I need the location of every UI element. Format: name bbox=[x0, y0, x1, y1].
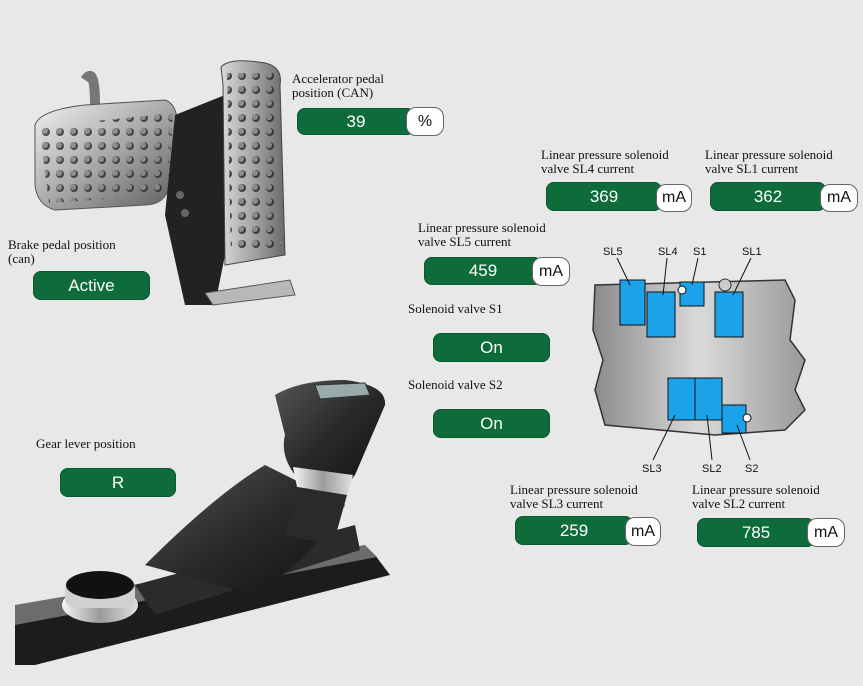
sl2-unit: mA bbox=[807, 518, 845, 547]
pedals-illustration bbox=[34, 60, 296, 306]
valve-s2-shape bbox=[721, 404, 747, 434]
brake-value: Active bbox=[33, 271, 150, 300]
valve-sl4-shape bbox=[646, 291, 676, 338]
s1-value: On bbox=[433, 333, 550, 362]
valve-sl3-shape bbox=[667, 377, 696, 421]
s1-label: Solenoid valve S1 bbox=[408, 301, 503, 316]
diagram-label-sl1: SL1 bbox=[742, 246, 762, 258]
gear-value: R bbox=[60, 468, 176, 497]
accelerator-unit: % bbox=[406, 107, 444, 136]
brake-label: Brake pedal position (can) bbox=[8, 237, 116, 266]
gear-lever-illustration bbox=[15, 380, 390, 665]
s2-label: Solenoid valve S2 bbox=[408, 377, 503, 392]
valve-sl1-shape bbox=[714, 291, 744, 338]
sl1-label: Linear pressure solenoid valve SL1 curre… bbox=[705, 147, 833, 176]
diagram-label-sl5: SL5 bbox=[603, 246, 623, 258]
gear-label: Gear lever position bbox=[36, 436, 136, 451]
sl3-unit: mA bbox=[625, 517, 661, 546]
accelerator-value: 39 bbox=[297, 108, 415, 135]
sl5-unit: mA bbox=[532, 257, 570, 286]
sl5-value: 459 bbox=[424, 257, 542, 285]
accelerator-label: Accelerator pedal position (CAN) bbox=[292, 71, 385, 100]
sl1-value: 362 bbox=[710, 182, 826, 211]
diagram-label-s1: S1 bbox=[693, 246, 706, 258]
diagram-label-sl2: SL2 bbox=[702, 463, 722, 475]
diagram-label-sl4: SL4 bbox=[658, 246, 678, 258]
sl2-label: Linear pressure solenoid valve SL2 curre… bbox=[692, 482, 820, 511]
diagram-label-sl3: SL3 bbox=[642, 463, 662, 475]
valve-sl5-shape bbox=[619, 279, 646, 326]
valve-sl2-shape bbox=[694, 377, 723, 421]
sl3-value: 259 bbox=[515, 516, 633, 545]
sl2-value: 785 bbox=[697, 518, 815, 547]
sl1-unit: mA bbox=[820, 184, 858, 212]
valve-body-diagram: SL5 SL4 S1 SL1 SL3 SL2 S2 bbox=[592, 246, 806, 475]
s2-value: On bbox=[433, 409, 550, 438]
sl3-label: Linear pressure solenoid valve SL3 curre… bbox=[510, 482, 638, 511]
sl4-value: 369 bbox=[546, 182, 662, 211]
sl4-label: Linear pressure solenoid valve SL4 curre… bbox=[541, 147, 669, 176]
diagram-label-s2: S2 bbox=[745, 463, 758, 475]
sl4-unit: mA bbox=[656, 184, 692, 212]
sl5-label: Linear pressure solenoid valve SL5 curre… bbox=[418, 220, 546, 249]
